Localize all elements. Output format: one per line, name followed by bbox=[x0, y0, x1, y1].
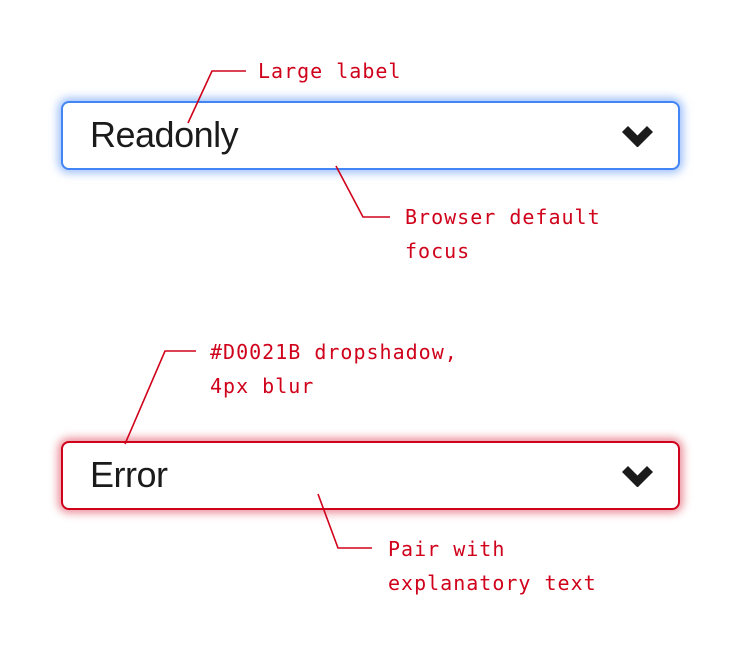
chevron-down-icon bbox=[621, 465, 654, 487]
readonly-select[interactable]: Readonly bbox=[61, 101, 680, 170]
readonly-select-value: Readonly bbox=[90, 113, 239, 155]
annotation-browser-default-focus: Browser default focus bbox=[405, 205, 601, 263]
annotation-large-label: Large label bbox=[258, 59, 402, 83]
chevron-down-icon bbox=[621, 125, 654, 147]
leader-line-browser-focus bbox=[335, 165, 390, 218]
error-select[interactable]: Error bbox=[61, 441, 680, 510]
error-select-value: Error bbox=[90, 453, 168, 495]
annotation-pair-with-text: Pair with explanatory text bbox=[388, 537, 597, 595]
leader-line-dropshadow bbox=[124, 350, 196, 445]
annotation-dropshadow-spec: #D0021B dropshadow, 4px blur bbox=[210, 340, 458, 398]
